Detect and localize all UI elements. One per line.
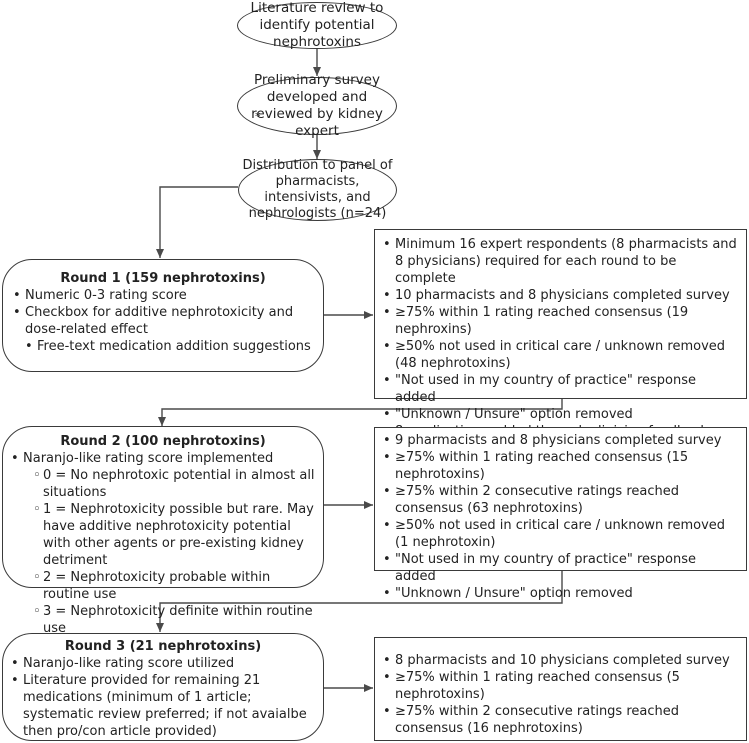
step-literature-text: Literature review to identify potential … [250,0,384,50]
round2-box: Round 2 (100 nephrotoxins) Naranjo-like … [2,426,324,636]
step-literature-review: Literature review to identify potential … [237,0,397,50]
round1-result: ≥75% within 1 rating reached consensus (… [383,304,738,338]
round2-result: ≥75% within 1 rating reached consensus (… [383,449,738,483]
round2-result: "Not used in my country of practice" res… [383,551,738,585]
round2-results-box: 9 pharmacists and 8 physicians completed… [374,427,747,602]
round1-results-box: Minimum 16 expert respondents (8 pharmac… [374,229,747,440]
round3-result: ≥75% within 1 rating reached consensus (… [383,669,738,703]
round2-result: ≥75% within 2 consecutive ratings reache… [383,483,738,517]
step-distribution-text: Distribution to panel of pharmacists, in… [242,158,393,221]
round3-result: ≥75% within 2 consecutive ratings reache… [383,703,738,737]
round2-scale-item: 1 = Nephrotoxicity possible but rare. Ma… [11,501,315,569]
round2-result: "Unknown / Unsure" option removed [383,585,738,602]
round3-result: 8 pharmacists and 10 physicians complete… [383,652,738,669]
round1-box: Round 1 (159 nephrotoxins) Numeric 0-3 r… [2,259,324,372]
round1-result: "Not used in my country of practice" res… [383,372,738,406]
round2-result: 9 pharmacists and 8 physicians completed… [383,432,738,449]
round2-result: ≥50% not used in critical care / unknown… [383,517,738,551]
round1-title: Round 1 (159 nephrotoxins) [60,271,266,286]
round1-result: ≥50% not used in critical care / unknown… [383,338,738,372]
round1-item: Checkbox for additive nephrotoxicity and… [13,304,313,338]
round1-result: Minimum 16 expert respondents (8 pharmac… [383,236,738,287]
survey-footnote-mark: * [255,110,261,123]
arrow-distribution-to-round1 [156,186,238,258]
step-distribution: Distribution to panel of pharmacists, in… [238,158,397,221]
round2-scale-item: 0 = No nephrotoxic potential in almost a… [11,467,315,501]
round2-title: Round 2 (100 nephrotoxins) [60,434,266,449]
round3-box: Round 3 (21 nephrotoxins) Naranjo-like r… [2,633,324,741]
round3-title: Round 3 (21 nephrotoxins) [64,639,262,654]
step-survey-text: Preliminary survey developed and reviewe… [251,72,383,139]
round1-item: Free-text medication addition suggestion… [13,338,313,355]
round2-scale-item: 2 = Nephrotoxicity probable within routi… [11,569,315,603]
round1-item: Numeric 0-3 rating score [13,287,313,304]
round2-intro: Naranjo-like rating score implemented [11,450,315,467]
round1-result: 10 pharmacists and 8 physicians complete… [383,287,738,304]
step-preliminary-survey: Preliminary survey developed and reviewe… [237,72,397,139]
round3-item: Naranjo-like rating score utilized [11,655,315,672]
round2-scale-item: 3 = Nephrotoxicity definite within routi… [11,603,315,637]
round1-result: "Unknown / Unsure" option removed [383,406,738,423]
round3-item: Literature provided for remaining 21 med… [11,672,315,740]
round3-results-box: 8 pharmacists and 10 physicians complete… [374,637,747,741]
